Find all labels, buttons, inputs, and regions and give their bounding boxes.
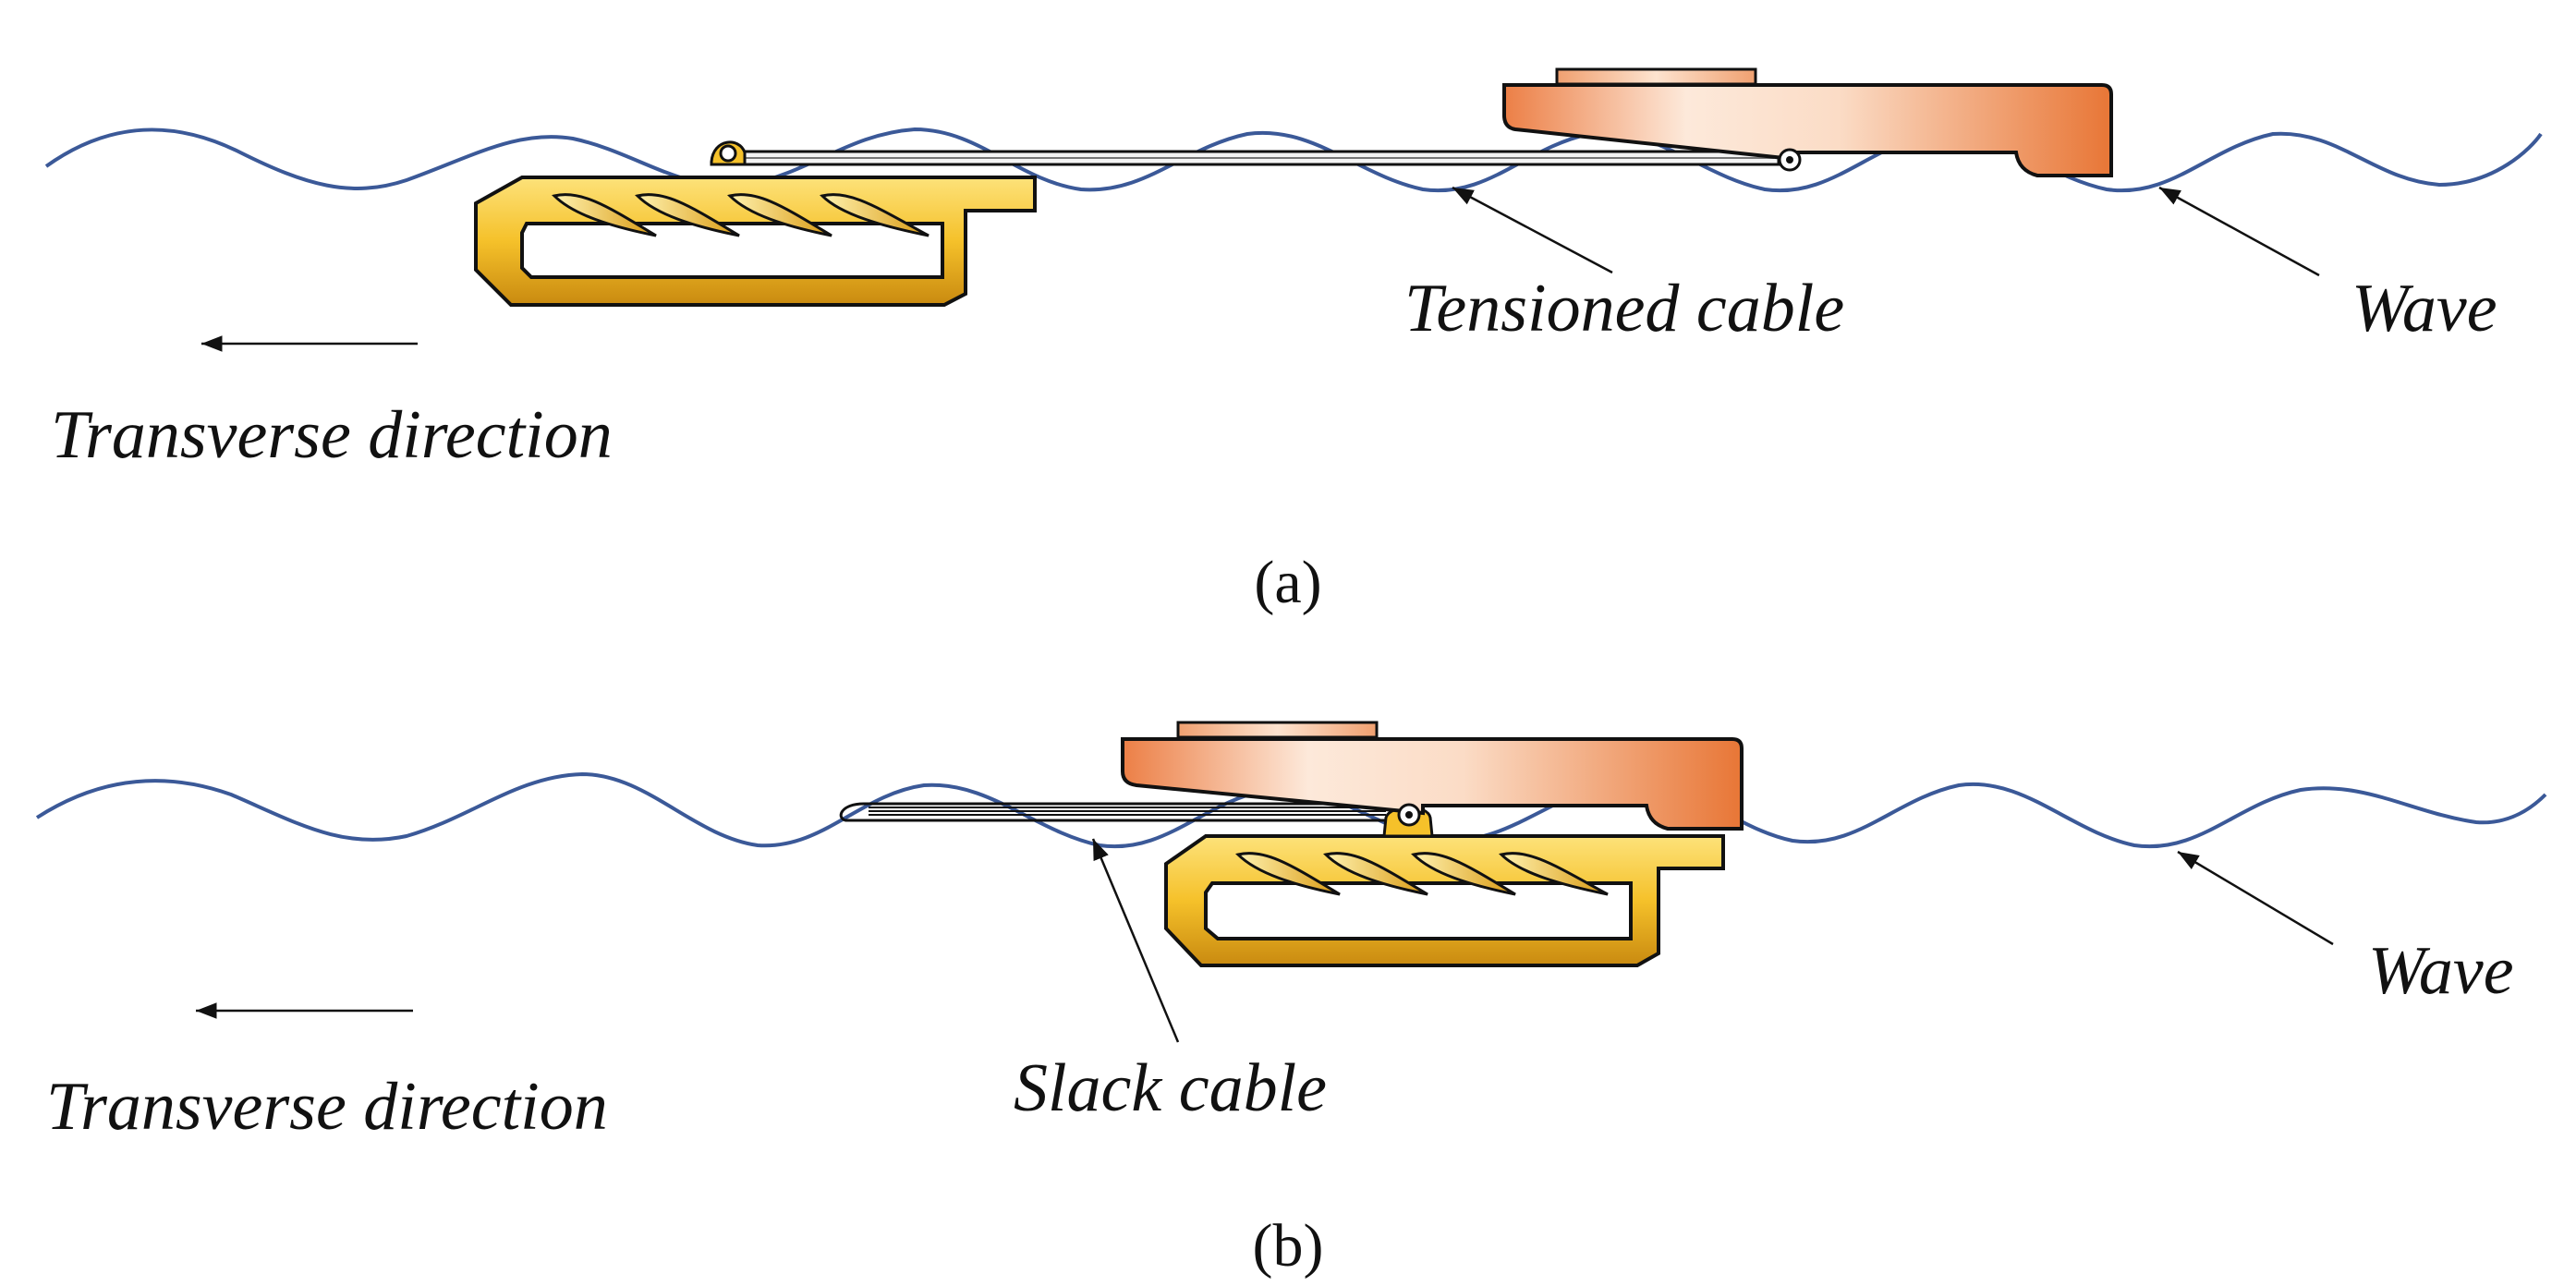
submerged-glider [474, 140, 1037, 307]
wave-line [44, 127, 2543, 193]
panel-a: Tensioned cable Wave Transverse directio… [44, 67, 2543, 616]
direction-label: Transverse direction [51, 397, 613, 473]
surface-float [1502, 67, 2113, 177]
wave-label-arrow [2158, 186, 2320, 277]
cable-label: Tensioned cable [1404, 271, 1844, 346]
panel-b: Slack cable Wave Transverse direction (b… [35, 721, 2547, 1280]
cable-label-arrow [1091, 838, 1180, 1043]
wave-label: Wave [2368, 933, 2514, 1009]
tensioned-cable [728, 150, 1780, 166]
submerged-glider [1164, 806, 1725, 967]
wave-label: Wave [2351, 271, 2497, 346]
wing-fins [1235, 852, 1609, 896]
surface-float [1121, 721, 1744, 831]
panel-caption: (b) [1253, 1212, 1324, 1280]
direction-label: Transverse direction [46, 1069, 608, 1145]
wave-label-arrow [2177, 850, 2334, 946]
cable-label: Slack cable [1014, 1050, 1327, 1126]
cable-label-arrow [1452, 186, 1613, 274]
wing-fins [552, 193, 930, 237]
panel-caption: (a) [1254, 549, 1321, 616]
slack-cable [839, 802, 1395, 822]
